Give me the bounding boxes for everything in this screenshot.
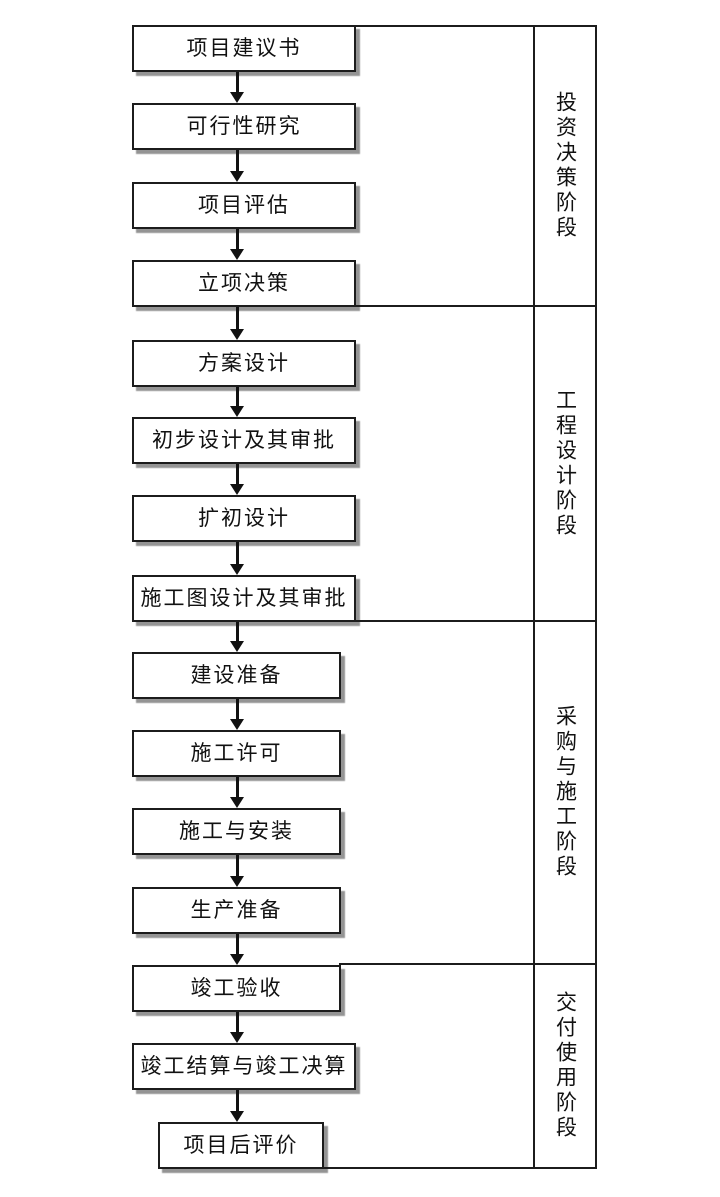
down-arrow-icon [227,387,247,417]
down-arrow-icon [227,150,247,182]
down-arrow-icon [227,542,247,575]
step-label: 建设准备 [190,663,283,687]
step-box-project-evaluation: 项目评估 [132,182,356,229]
down-arrow-icon [227,699,247,730]
step-label: 施工许可 [190,741,283,765]
step-box-completion-acceptance: 竣工验收 [132,965,341,1012]
step-box-construction-preparation: 建设准备 [132,652,341,699]
phase-cell-handover-use: 交付使用阶段 [535,965,595,1167]
down-arrow-icon [227,622,247,652]
phase-cell-investment-decision: 投资决策阶段 [535,27,595,307]
step-box-production-preparation: 生产准备 [132,887,341,934]
phase-label: 采购与施工阶段 [553,705,578,880]
step-label: 项目评估 [198,193,290,217]
down-arrow-icon [227,777,247,808]
step-box-feasibility-study: 可行性研究 [132,103,356,150]
step-label: 项目后评价 [183,1133,299,1157]
down-arrow-icon [227,464,247,495]
step-box-expanded-preliminary-design: 扩初设计 [132,495,356,542]
down-arrow-icon [227,307,247,340]
step-label: 施工图设计及其审批 [140,586,348,610]
step-box-construction-and-installation: 施工与安装 [132,808,341,855]
step-box-scheme-design: 方案设计 [132,340,356,387]
phase-label: 交付使用阶段 [553,991,578,1141]
step-label: 竣工验收 [190,976,283,1000]
phase-cell-engineering-design: 工程设计阶段 [535,307,595,622]
step-label: 可行性研究 [186,114,302,138]
phase-bracket-line [354,305,535,307]
step-box-construction-permit: 施工许可 [132,730,341,777]
down-arrow-icon [227,934,247,965]
down-arrow-icon [227,72,247,103]
down-arrow-icon [227,855,247,887]
phase-bracket-line [339,963,535,965]
step-label: 施工与安装 [179,819,294,843]
down-arrow-icon [227,1090,247,1122]
phase-column: 投资决策阶段 工程设计阶段 采购与施工阶段 交付使用阶段 [533,25,597,1169]
phase-bracket-line [354,620,535,622]
step-label: 竣工结算与竣工决算 [140,1054,348,1078]
step-label: 立项决策 [198,271,290,295]
phase-cell-procurement-construction: 采购与施工阶段 [535,622,595,965]
step-label: 方案设计 [198,351,290,375]
down-arrow-icon [227,1012,247,1043]
step-label: 项目建议书 [186,36,302,60]
step-box-preliminary-design-approval: 初步设计及其审批 [132,417,356,464]
step-box-project-proposal: 项目建议书 [132,25,356,72]
step-box-post-project-evaluation: 项目后评价 [158,1122,324,1169]
down-arrow-icon [227,229,247,260]
phase-bracket-line [354,25,535,27]
step-label: 扩初设计 [198,506,290,530]
phase-label: 工程设计阶段 [553,388,578,539]
phase-bracket-line [322,1167,535,1169]
step-box-construction-drawing-design-approval: 施工图设计及其审批 [132,575,356,622]
step-box-completion-settlement-final-accounts: 竣工结算与竣工决算 [132,1043,356,1090]
phase-label: 投资决策阶段 [553,91,578,241]
step-label: 生产准备 [190,898,283,922]
step-label: 初步设计及其审批 [152,428,336,452]
step-box-project-approval-decision: 立项决策 [132,260,356,307]
